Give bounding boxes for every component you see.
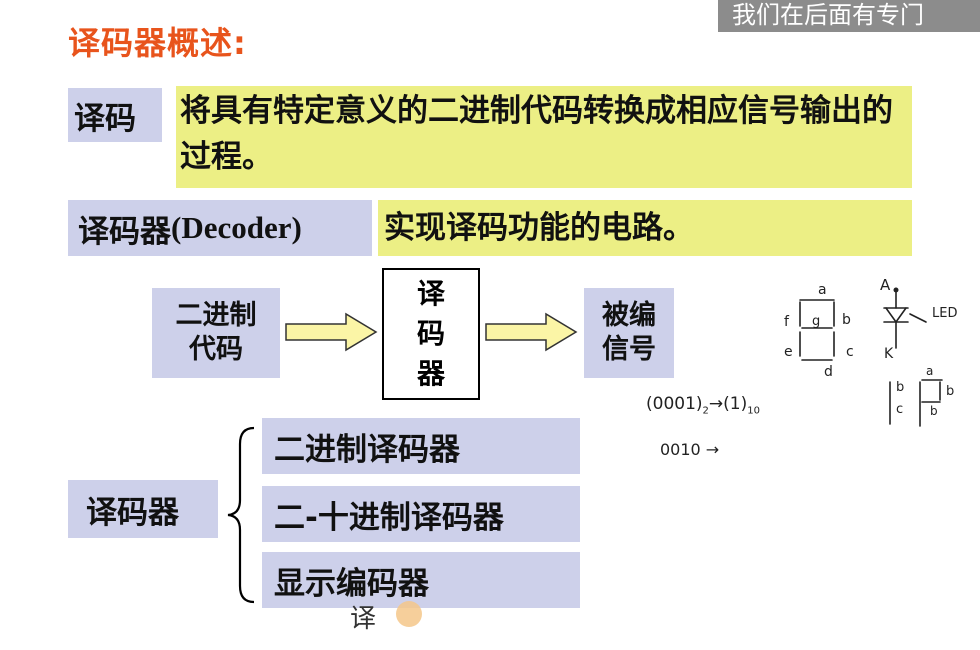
decoder-type-item: 二进制译码器	[262, 418, 580, 474]
hand-note-arrow: →	[708, 394, 724, 414]
hand-label-d: d	[824, 364, 833, 380]
output-block-line2: 信号	[602, 334, 656, 365]
decoder-type-label: 译码器	[68, 480, 218, 538]
hand-label-f: f	[784, 314, 789, 330]
decoder-char-3: 器	[416, 357, 445, 390]
decoder-char-2: 码	[416, 317, 445, 350]
hand-label-c: c	[846, 344, 854, 360]
hand-note-decimal-sub: 10	[747, 405, 760, 417]
hand-mini-label-5: b	[930, 404, 938, 418]
definition-decoder: 实现译码功能的电路。	[378, 200, 912, 256]
hand-label-led: LED	[932, 306, 958, 321]
hand-label-b: b	[842, 312, 851, 328]
hand-note-code: 0010 →	[660, 440, 720, 459]
term-decoder-latin: (Decoder)	[171, 210, 302, 245]
hand-label-g: g	[812, 314, 821, 329]
output-block-line1: 被编	[602, 300, 656, 331]
term-decoding: 译码	[68, 88, 162, 142]
hand-mini-label-3: b	[946, 384, 955, 399]
hand-note-decimal: (1)	[723, 394, 748, 414]
arrow-out-icon	[485, 312, 578, 352]
decoder-char-1: 译	[416, 277, 445, 310]
brace-icon	[227, 426, 255, 604]
hand-label-a: a	[818, 282, 827, 298]
output-block: 被编 信号	[584, 288, 674, 378]
arrow-in-icon	[285, 312, 378, 352]
hand-mini-label-1: a	[926, 364, 934, 378]
term-decoder-main: 译码器	[78, 213, 171, 250]
input-block-line2: 代码	[189, 334, 243, 365]
hand-note-binary-sub: 2	[702, 405, 709, 417]
page-title: 译码器概述:	[68, 24, 247, 62]
definition-decoding: 将具有特定意义的二进制代码转换成相应信号输出的过程。	[176, 86, 912, 188]
pointer-cursor-icon	[396, 601, 422, 627]
decoder-type-item: 二-十进制译码器	[262, 486, 580, 542]
hand-mini-label-4: c	[896, 402, 904, 417]
handwritten-led-sketch-icon	[799, 287, 943, 427]
hand-mini-label-2: b	[896, 380, 905, 395]
input-block: 二进制 代码	[152, 288, 280, 378]
term-decoder: 译码器(Decoder)	[68, 200, 372, 256]
handwritten-char: 译	[350, 604, 377, 634]
hand-note-binary: (0001)2→(1)10	[646, 394, 760, 416]
caption-banner: 我们在后面有专门	[718, 0, 980, 32]
decoder-type-item: 显示编码器	[262, 552, 580, 608]
hand-note-binary-value: (0001)	[646, 394, 703, 414]
input-block-line1: 二进制	[175, 300, 257, 331]
hand-label-e: e	[784, 344, 793, 360]
hand-label-cathode: K	[884, 346, 894, 362]
hand-label-anode: A	[880, 276, 891, 294]
decoder-block: 译 码 器	[382, 268, 480, 400]
